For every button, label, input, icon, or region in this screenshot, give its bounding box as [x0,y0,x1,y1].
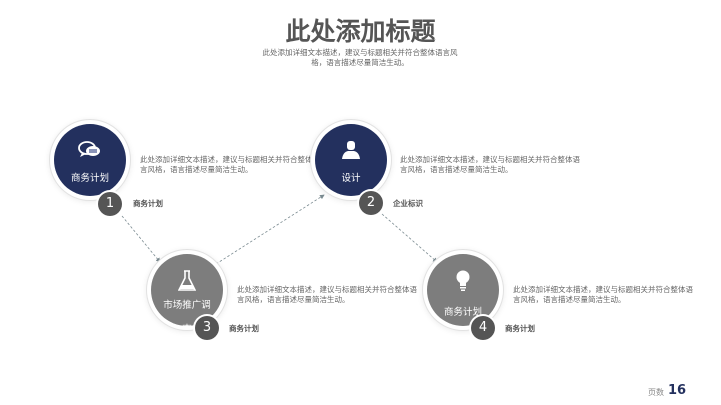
page-subtitle: 此处添加详细文本描述，建议与标题相关并符合整体语言风格，语言描述尽量简洁生动。 [262,48,458,67]
step-tag: 商务计划 [229,324,259,333]
chat-bubbles-icon [78,140,102,162]
page-title: 此处添加标题 [285,17,436,46]
step-label: 设计 [341,173,361,184]
step-3-circle: 市场推广调查 [151,254,223,326]
step-description: 此处添加详细文本描述，建议与标题相关并符合整体语言风格，语言描述尽量简洁生动。 [513,285,693,304]
step-label: 商务计划 [443,307,482,318]
step-1-circle: 商务计划 [54,124,126,196]
flask-icon [177,270,197,292]
step-description: 此处添加详细文本描述，建议与标题相关并符合整体语言风格，语言描述尽量简洁生动。 [400,155,580,174]
step-4-circle: 商务计划 [427,254,499,326]
step-tag: 商务计划 [133,199,163,208]
step-badge: 2 [359,191,383,215]
step-tag: 企业标识 [393,199,423,208]
step-badge: 3 [195,316,219,340]
step-label: 市场推广调查 [163,300,211,326]
step-tag: 商务计划 [505,324,535,333]
arrow-1-3 [121,215,161,263]
step-badge: 4 [471,316,495,340]
step-2-circle: 设计 [315,124,387,196]
page-number-label: 页数 [648,388,664,397]
lightbulb-icon [455,270,471,292]
step-description: 此处添加详细文本描述，建议与标题相关并符合整体语言风格，语言描述尽量简洁生动。 [140,155,320,174]
arrow-3-2 [215,194,325,265]
step-label: 商务计划 [70,173,109,184]
arrow-2-4 [381,213,438,263]
step-description: 此处添加详细文本描述，建议与标题相关并符合整体语言风格，语言描述尽量简洁生动。 [237,285,417,304]
step-badge: 1 [98,192,122,216]
page-number: 16 [668,383,687,398]
user-icon [341,140,361,162]
